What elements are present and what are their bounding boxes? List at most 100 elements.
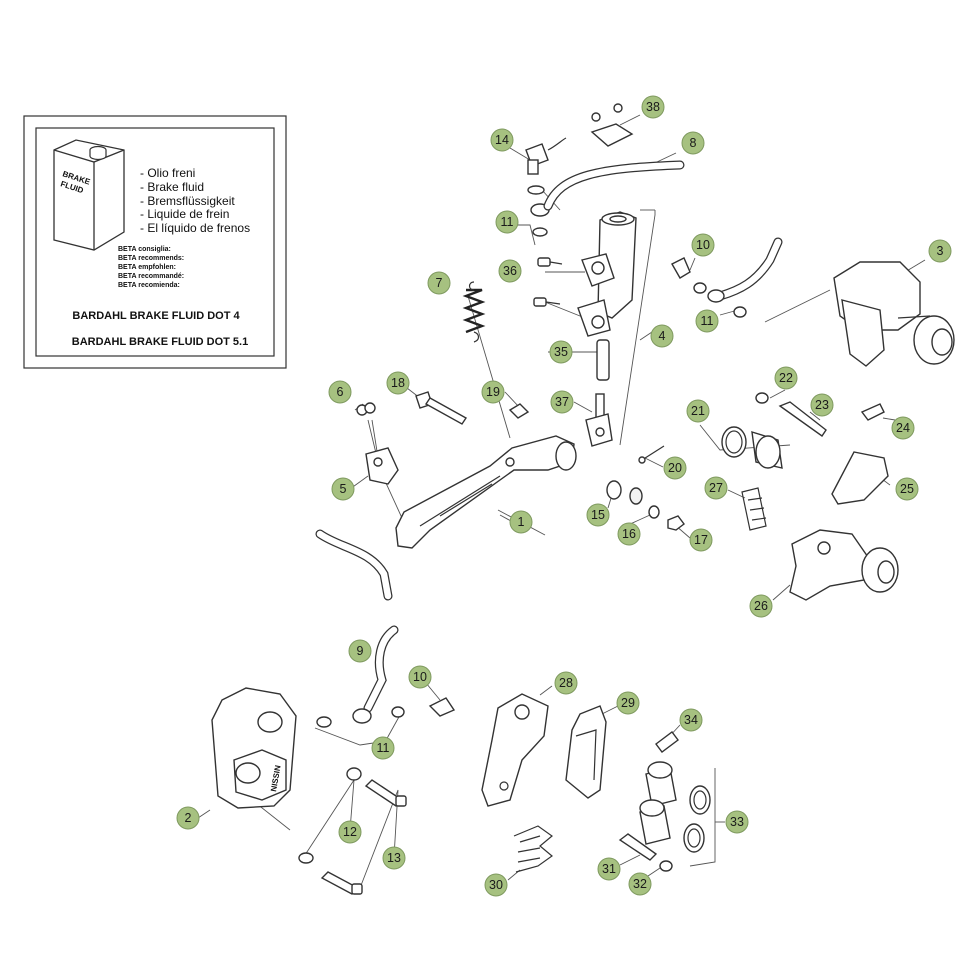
reservoir-hose [543,160,685,211]
fluid-name-de: - Bremsflüssigkeit [140,194,235,208]
brake-fluid-bottle-icon: BRAKE FLUID [53,139,125,251]
svg-text:18: 18 [391,376,405,390]
svg-text:19: 19 [486,385,500,399]
svg-text:11: 11 [501,215,514,229]
callout-26: 26 [749,594,773,618]
svg-text:29: 29 [621,696,635,710]
callout-15: 15 [586,503,610,527]
svg-text:9: 9 [357,644,364,658]
svg-text:32: 32 [633,877,647,891]
svg-text:22: 22 [779,371,793,385]
svg-text:20: 20 [668,461,682,475]
front-pad-pin [618,833,673,872]
rear-caliper-parts [721,392,899,601]
return-spring [462,281,486,343]
callout-5: 5 [331,477,355,501]
callout-35: 35 [549,340,573,364]
callout-19: 19 [481,380,505,404]
callout-9: 9 [348,639,372,663]
callout-20: 20 [663,456,687,480]
callout-37: 37 [550,390,574,414]
svg-text:35: 35 [554,345,568,359]
mount-bolts [533,257,563,307]
recommends-de: BETA empfohlen: [118,264,176,271]
svg-text:14: 14 [495,133,509,147]
callout-21: 21 [686,399,710,423]
callout-27: 27 [704,476,728,500]
callout-12: 12 [338,820,362,844]
front-hose [316,625,456,728]
pivot-bracket [356,402,399,485]
svg-text:7: 7 [436,276,443,290]
svg-text:11: 11 [701,314,714,328]
svg-text:21: 21 [691,404,705,418]
svg-text:25: 25 [900,482,914,496]
svg-text:5: 5 [340,482,347,496]
front-brake-pad [565,705,607,799]
rear-caliper [833,261,955,367]
leader-lines [197,114,926,889]
callout-11a: 11 [495,210,519,234]
callout-2: 2 [176,806,200,830]
callout-6: 6 [328,380,352,404]
svg-text:24: 24 [896,421,910,435]
front-pistons [639,761,711,853]
brake-fluid-info-box: BRAKE FLUID - Olio freni - Brake fluid -… [23,115,287,369]
front-caliper-bolts [298,767,407,895]
fluid-name-es: - El líquido de frenos [140,221,250,235]
svg-text:2: 2 [185,811,192,825]
callout-3: 3 [928,239,952,263]
svg-text:38: 38 [646,100,660,114]
callout-29: 29 [616,691,640,715]
product-dot4: BARDAHL BRAKE FLUID DOT 4 [72,310,240,322]
recommends-es: BETA recomienda: [118,282,180,289]
reservoir-cap [590,103,634,147]
callout-16: 16 [617,522,641,546]
front-pad-spring [513,825,553,873]
svg-text:23: 23 [815,398,829,412]
svg-text:17: 17 [694,533,708,547]
svg-text:37: 37 [555,395,569,409]
svg-text:10: 10 [413,670,427,684]
svg-text:11: 11 [377,741,390,755]
svg-text:8: 8 [690,136,697,150]
svg-text:4: 4 [659,329,666,343]
pedal-bolt [415,391,468,425]
callout-24: 24 [891,416,915,440]
svg-text:15: 15 [591,508,605,522]
fluid-name-en: - Brake fluid [140,180,204,194]
svg-text:36: 36 [503,264,517,278]
callout-32: 32 [628,872,652,896]
callout-28: 28 [554,671,578,695]
callout-36: 36 [498,259,522,283]
callout-8: 8 [681,131,705,155]
brake-pedal [395,435,577,549]
svg-text:12: 12 [343,825,357,839]
callout-13: 13 [382,846,406,870]
recommends-fr: BETA recommandé: [118,273,184,280]
svg-text:30: 30 [489,878,503,892]
callout-7: 7 [427,271,451,295]
front-caliper-bracket [481,693,549,807]
cotter-pin [638,445,665,464]
callout-18: 18 [386,371,410,395]
recommends-en: BETA recommends: [118,255,184,262]
callout-38: 38 [641,95,665,119]
svg-text:26: 26 [754,599,768,613]
svg-text:31: 31 [602,862,616,876]
fluid-name-it: - Olio freni [140,166,195,180]
callout-34: 34 [679,708,703,732]
callout-17: 17 [689,528,713,552]
callout-4: 4 [650,324,674,348]
svg-text:10: 10 [696,238,710,252]
rear-master-cylinder [577,211,637,337]
svg-text:28: 28 [559,676,573,690]
rear-caliper-hose [671,237,783,318]
callout-22: 22 [774,366,798,390]
fluid-name-fr: - Liquide de frein [140,207,229,221]
rear-lower-hose [315,529,393,601]
callout-14: 14 [490,128,514,152]
svg-text:13: 13 [387,851,401,865]
callout-11b: 11 [695,309,719,333]
